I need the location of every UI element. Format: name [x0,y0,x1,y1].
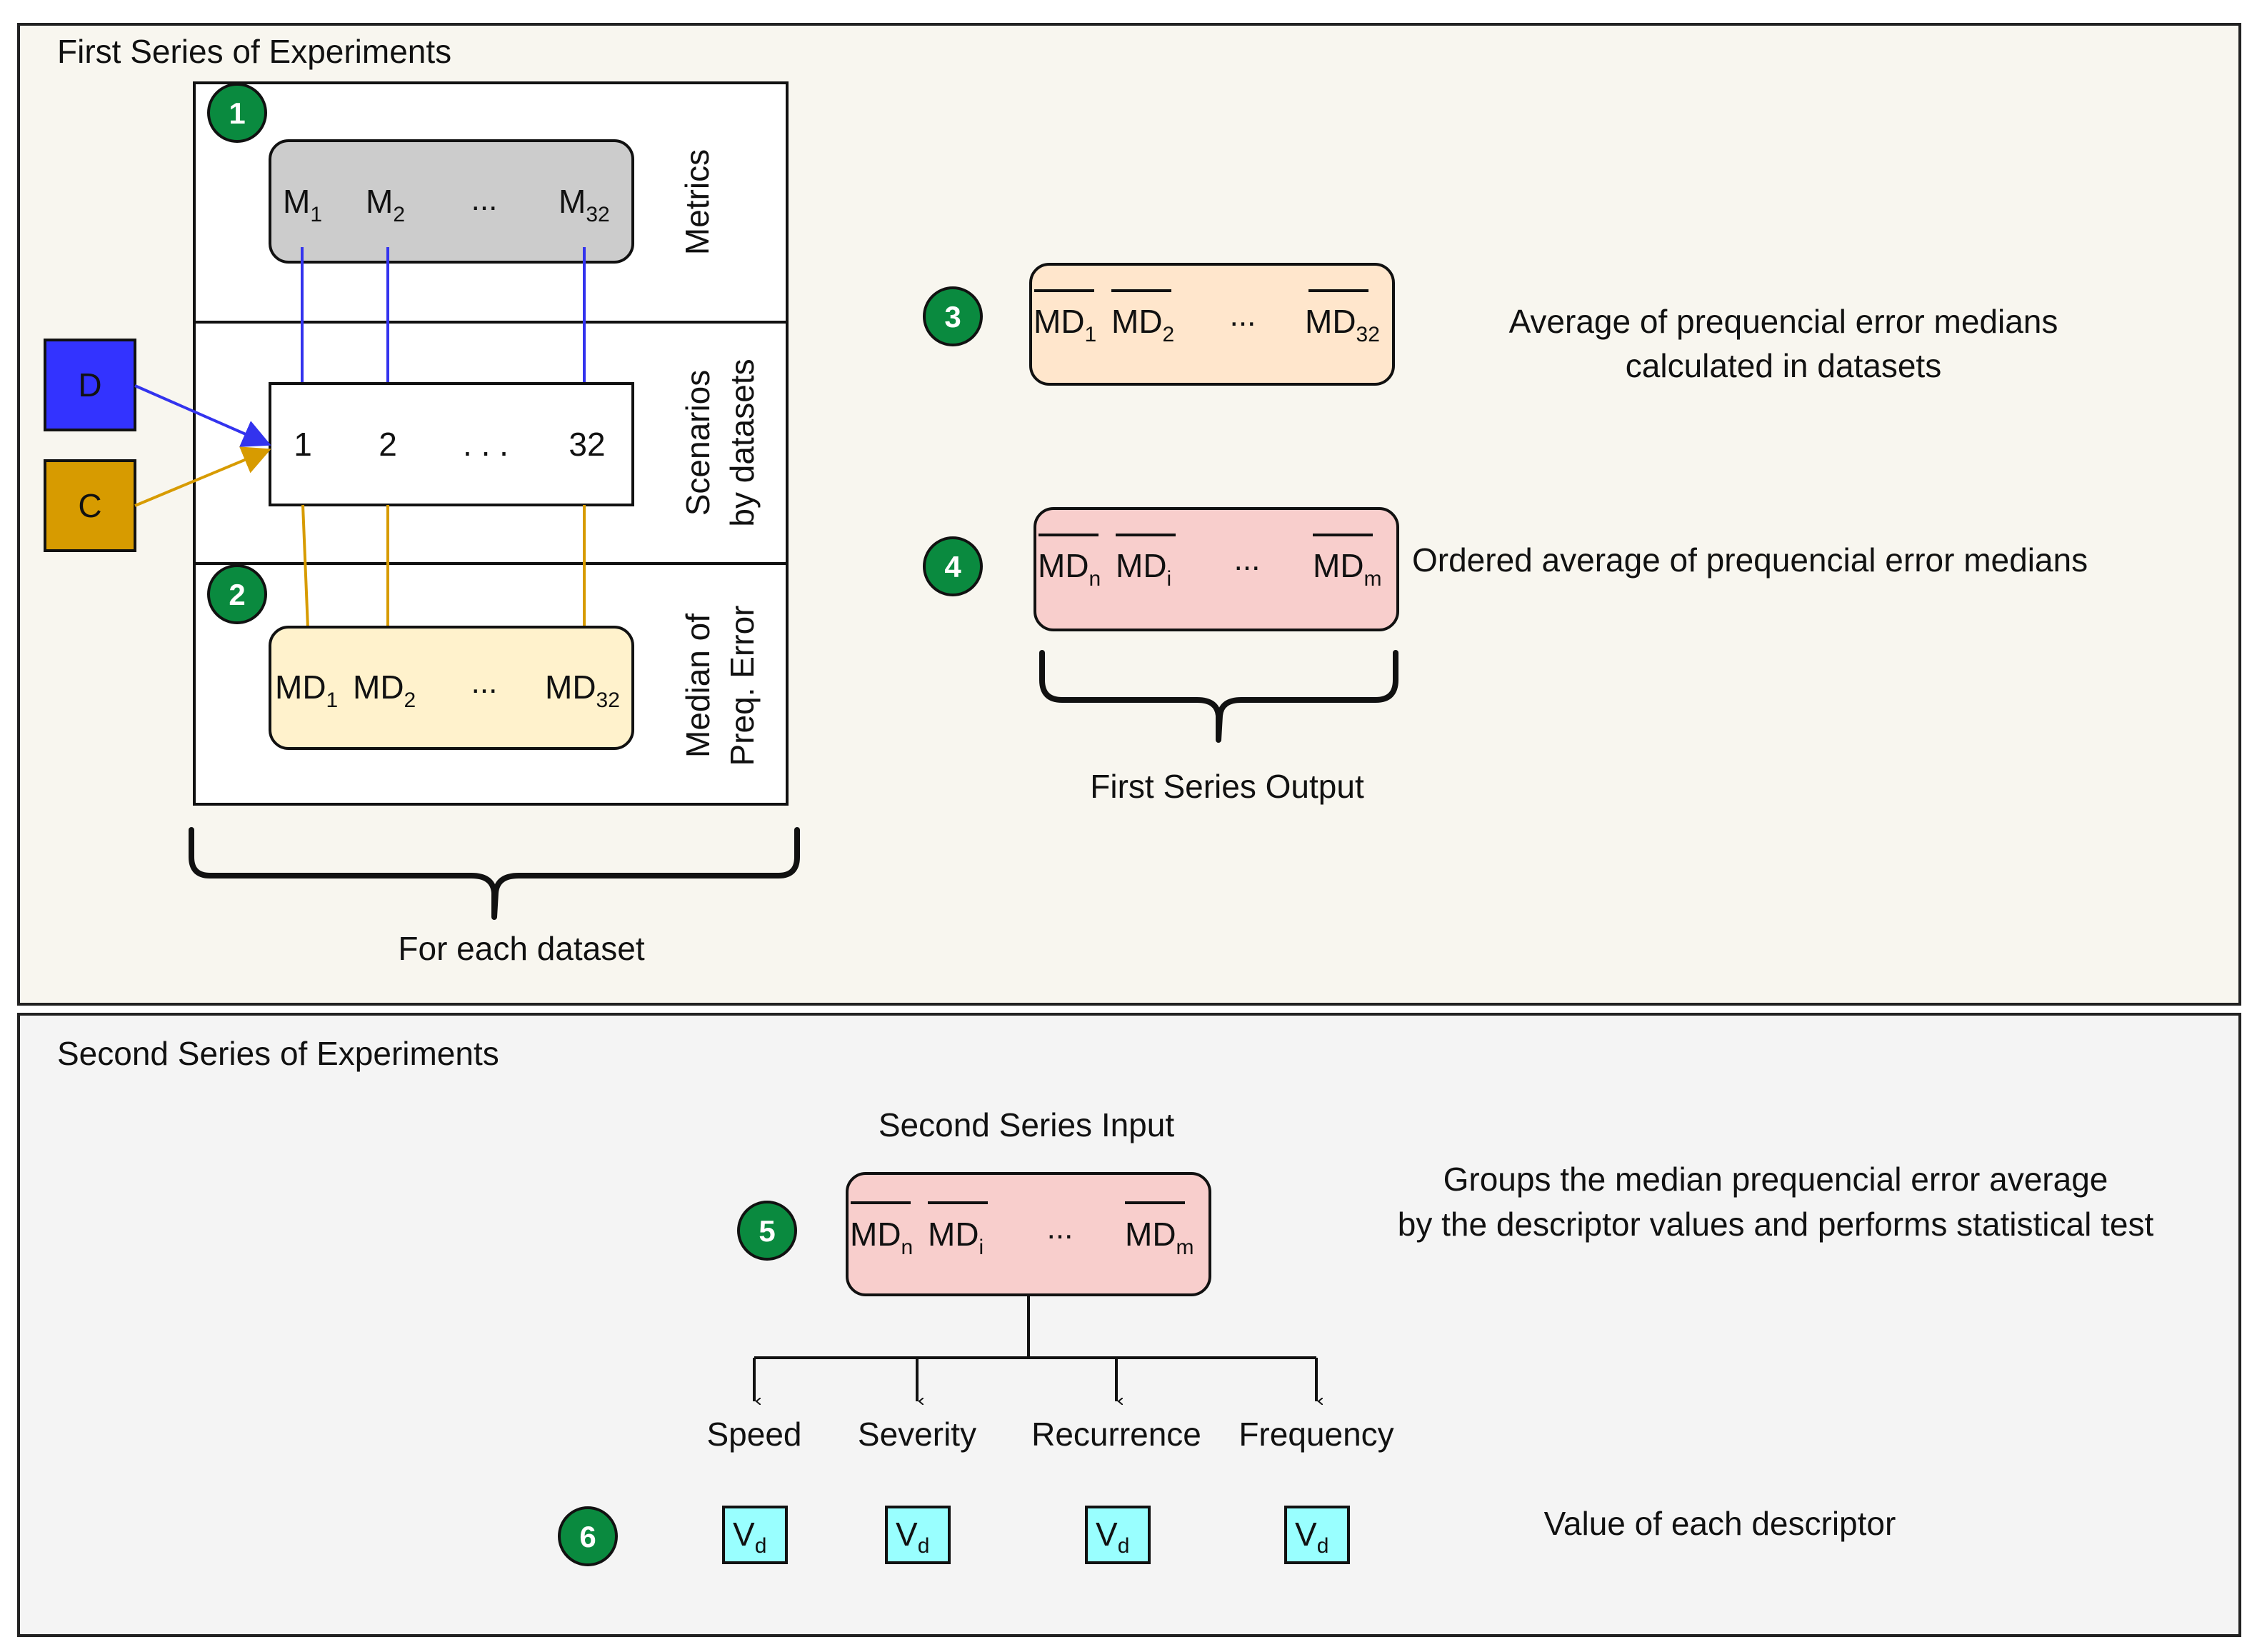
ord-mdi: MDi [1116,547,1171,591]
median-md1: MD1 [275,669,338,712]
descriptor-speed: Speed [706,1416,801,1453]
median-label-2: Preq. Error [724,606,761,766]
input-c-label: C [78,487,101,524]
scenarios-box [269,382,634,506]
metrics-box [269,139,634,264]
group-desc-1: Groups the median prequencial error aver… [1443,1161,2108,1198]
in-mdi: MDi [928,1216,984,1259]
metric-m2: M2 [366,183,405,226]
brace-label: For each dataset [398,930,644,967]
scenario-2: 2 [379,426,397,463]
scenario-32: 32 [569,426,605,463]
input-d-label: D [78,366,101,404]
step-5-badge: 5 [737,1201,797,1261]
svg-text:Vd: Vd [896,1516,929,1558]
value-desc: Value of each descriptor [1544,1505,1896,1542]
output-label: First Series Output [1090,768,1364,805]
value-box-severity: Vd [885,1506,951,1564]
scenarios-label-1: Scenarios [679,370,716,516]
svg-text:1: 1 [229,96,245,130]
descriptor-severity: Severity [858,1416,976,1453]
avg-md1: MD1 [1034,303,1096,346]
value-box-recurrence: Vd [1085,1506,1151,1564]
metric-m32: M32 [559,183,610,226]
in-dots: ... [1047,1211,1074,1246]
in-mdn: MDn [850,1216,913,1259]
step-1-badge: 1 [207,83,267,143]
value-box-frequency: Vd [1284,1506,1350,1564]
metric-m1: M1 [283,183,322,226]
average-box [1029,263,1395,386]
svg-text:Vd: Vd [1295,1516,1328,1558]
step-3-badge: 3 [923,286,983,346]
median-md32: MD32 [545,669,620,712]
ordered-box [1034,507,1399,631]
scenario-dots: . . . [463,426,509,463]
first-series-title: First Series of Experiments [57,33,451,70]
avg-md32: MD32 [1305,303,1380,346]
svg-text:5: 5 [759,1214,775,1248]
scenario-link-1 [301,504,309,629]
median-label-1: Median of [679,614,716,758]
ord-mdn: MDn [1038,547,1101,591]
c-arrow [134,446,271,507]
ord-mdm: MDm [1313,547,1382,591]
metrics-label: Metrics [679,149,716,255]
svg-text:2: 2 [229,578,245,611]
median-dots: ... [471,665,498,700]
in-mdm: MDm [1125,1216,1194,1259]
svg-text:4: 4 [944,550,961,584]
second-input-label: Second Series Input [879,1106,1174,1143]
d-arrow [134,384,271,447]
svg-text:6: 6 [579,1520,596,1553]
avg-desc-1: Average of prequencial error medians [1509,303,2058,340]
step-6-badge: 6 [558,1506,618,1566]
metric-dots: ... [471,182,498,217]
descriptor-recurrence: Recurrence [1031,1416,1201,1453]
svg-text:3: 3 [944,300,961,334]
value-box-speed: Vd [722,1506,788,1564]
scenarios-label-2: by datasets [724,359,761,526]
input-d-box [44,339,136,431]
svg-text:Vd: Vd [733,1516,766,1558]
input-c-box [44,459,136,552]
step-4-badge: 4 [923,536,983,596]
ord-dots: ... [1234,542,1261,577]
avg-md2: MD2 [1111,303,1174,346]
avg-desc-2: calculated in datasets [1626,347,1941,384]
ordered-desc: Ordered average of prequencial error med… [1412,541,2088,579]
step-2-badge: 2 [207,564,267,624]
medians-box [269,626,634,750]
output-brace [1039,650,1398,743]
avg-dots: ... [1230,298,1256,333]
scenario-1: 1 [294,426,312,463]
dataset-brace [189,827,800,920]
svg-text:Vd: Vd [1096,1516,1129,1558]
descriptor-frequency: Frequency [1238,1416,1393,1453]
group-desc-2: by the descriptor values and performs st… [1398,1206,2154,1243]
median-md2: MD2 [353,669,416,712]
second-series-title: Second Series of Experiments [57,1035,499,1072]
